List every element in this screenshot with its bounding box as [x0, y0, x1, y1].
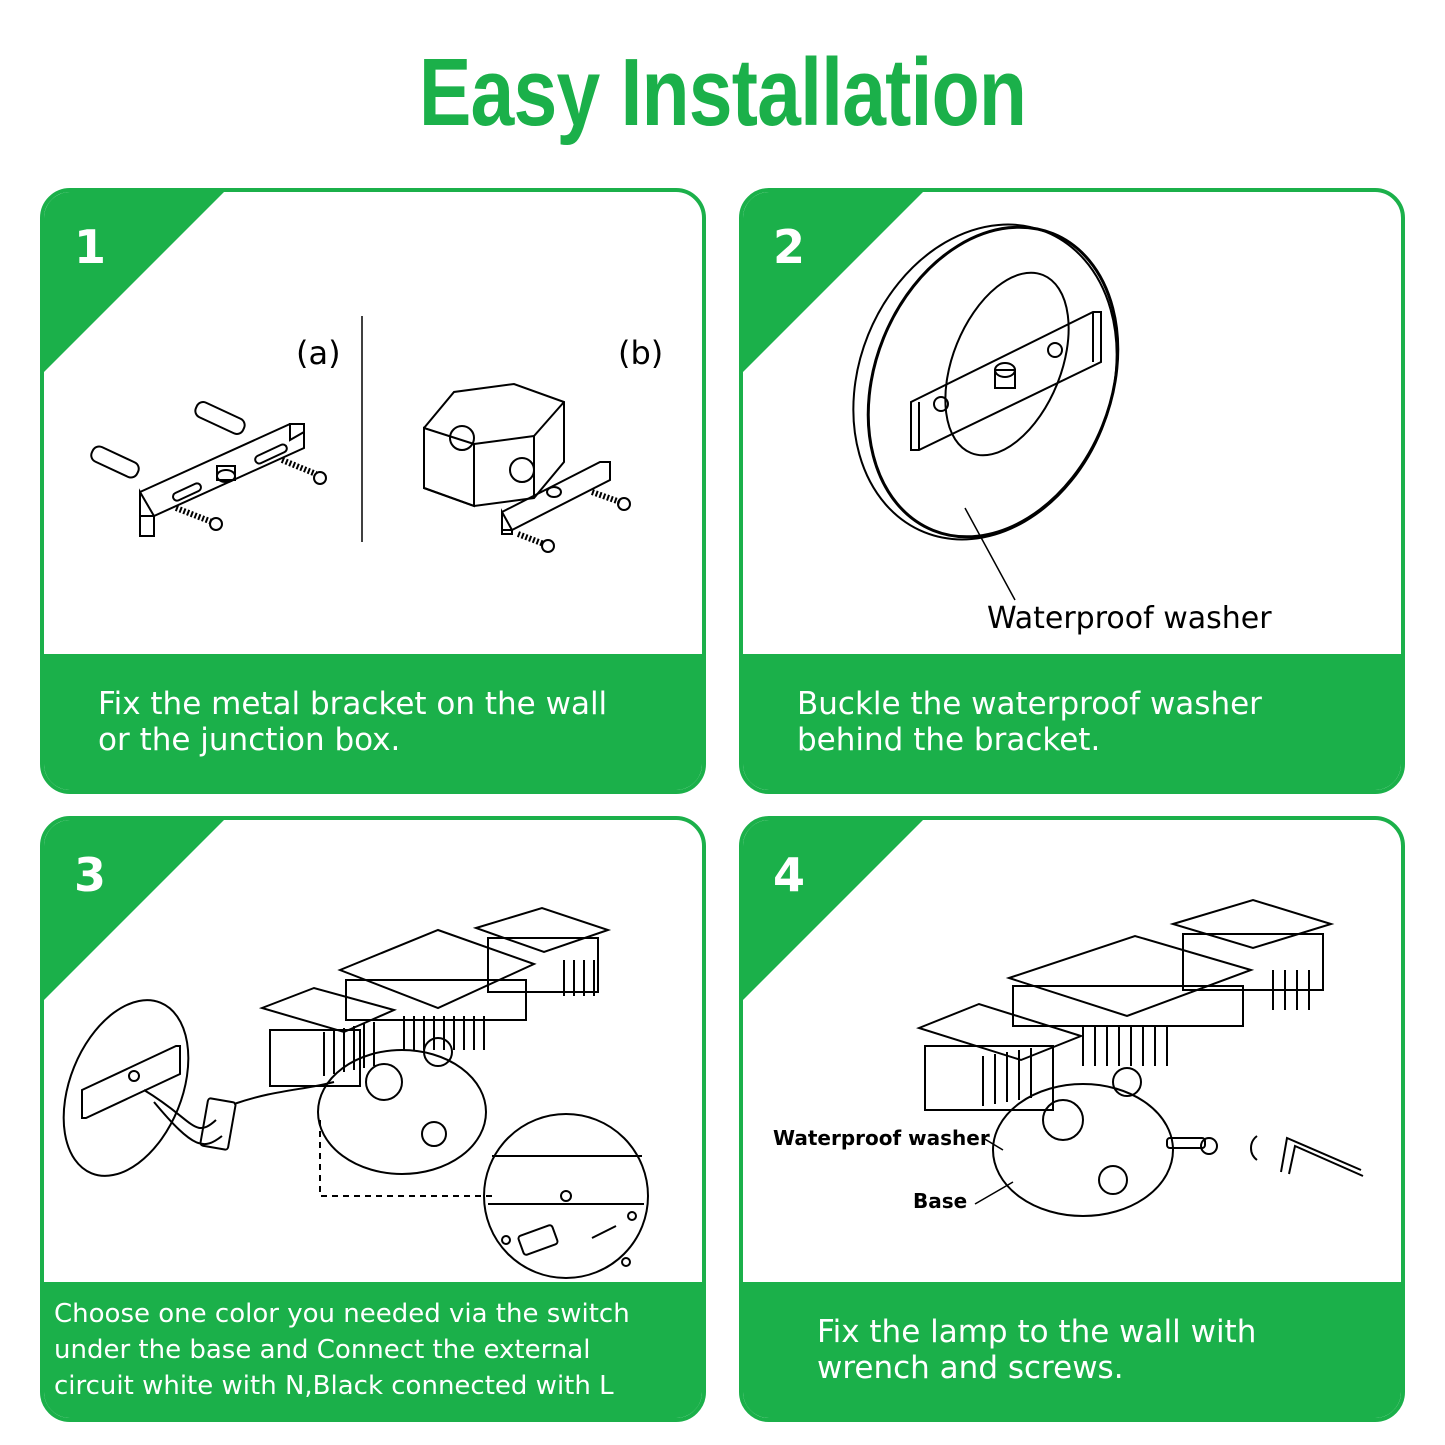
step-2-caption: Buckle the waterproof washer behind the …	[743, 654, 1401, 790]
caption-line: Fix the lamp to the wall with	[817, 1314, 1257, 1350]
caption-line: or the junction box.	[98, 722, 401, 758]
caption-line: Buckle the waterproof washer	[797, 686, 1262, 722]
step-number: 1	[74, 220, 107, 274]
step-number: 2	[773, 220, 806, 274]
label-b: (b)	[618, 334, 663, 372]
step-1-card: (a) (b)	[40, 188, 706, 794]
label-waterproof-washer: Waterproof washer	[987, 601, 1272, 636]
caption-line: under the base and Connect the external	[54, 1335, 591, 1365]
caption-line: circuit white with N,Black connected wit…	[54, 1371, 614, 1401]
caption-line: Fix the metal bracket on the wall	[98, 686, 608, 722]
step-number: 3	[74, 848, 107, 902]
step-number: 4	[773, 848, 806, 902]
bracket-mounting-illustration: (a) (b)	[90, 316, 663, 553]
step-3-card: 3 Choose one color you needed via the sw…	[40, 816, 706, 1422]
lamp-mounting-illustration: Waterproof washer Base	[773, 898, 1364, 1217]
caption-line: Choose one color you needed via the swit…	[54, 1299, 630, 1329]
waterproof-washer-illustration: Waterproof washer	[852, 223, 1272, 636]
page-title: Easy Installation	[418, 39, 1027, 146]
caption-line: behind the bracket.	[797, 722, 1101, 758]
wiring-illustration	[62, 906, 649, 1279]
step-3-caption: Choose one color you needed via the swit…	[44, 1282, 702, 1418]
step-1-caption: Fix the metal bracket on the wall or the…	[44, 654, 702, 790]
step-4-caption: Fix the lamp to the wall with wrench and…	[743, 1282, 1401, 1418]
step-2-card: Waterproof washer 2 Buckle the waterproo…	[739, 188, 1405, 794]
label-a: (a)	[296, 334, 341, 372]
step-4-card: Waterproof washer Base 4 Fix the lamp to…	[739, 816, 1405, 1422]
label-waterproof-washer: Waterproof washer	[773, 1126, 990, 1150]
label-base: Base	[913, 1189, 967, 1213]
caption-line: wrench and screws.	[817, 1350, 1124, 1386]
